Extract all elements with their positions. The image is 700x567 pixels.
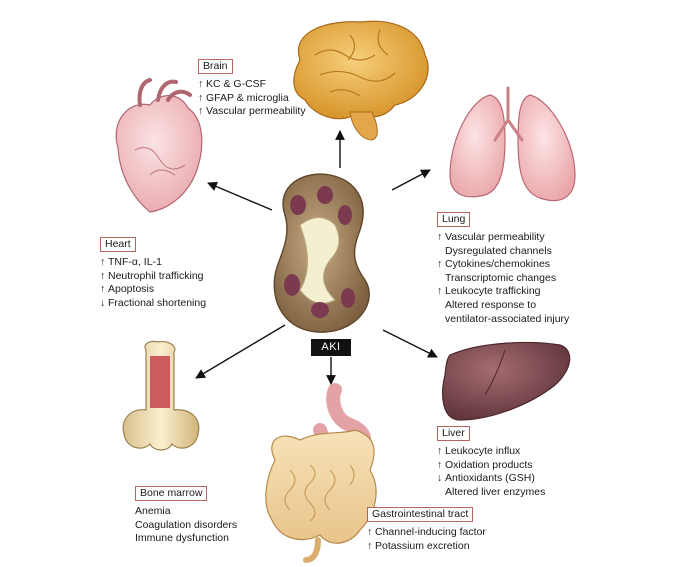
lung-item: Altered response to [445,298,537,311]
heart-item: ↑Apoptosis [100,283,155,296]
lung-illustration [449,86,576,202]
brain-callout: Brain ↑KC & G-CSF ↑GFAP & microglia ↑Vas… [198,59,306,119]
bone-marrow-callout: Bone marrow Anemia Coagulation disorders… [135,486,237,546]
arrows [195,130,438,385]
lung-item: Dysregulated channels [445,244,552,257]
gi-item: ↑Channel-inducing factor [367,526,486,538]
liver-item: Altered liver enzymes [445,485,546,498]
lung-item: ↑Vascular permeability [437,231,545,243]
heart-title: Heart [100,237,136,252]
lung-title: Lung [437,212,471,227]
gi-illustration [265,383,377,563]
brain-illustration [293,20,429,141]
lung-item: ventilator-associated injury [445,312,570,325]
brain-item: ↑GFAP & microglia [198,91,289,104]
gi-callout: Gastrointestinal tract ↑Channel-inducing… [367,507,486,553]
liver-item: ↑Oxidation products [437,458,533,471]
liver-item: ↑Leukocyte influx [437,445,521,457]
lung-item: Transcriptomic changes [445,271,557,284]
bone-marrow-item: Coagulation disorders [135,518,238,531]
liver-illustration [442,341,571,421]
brain-item: ↑Vascular permeability [198,105,306,118]
brain-item: ↑KC & G-CSF [198,78,267,90]
lung-callout: Lung ↑Vascular permeability Dysregulated… [437,212,569,326]
liver-callout: Liver ↑Leukocyte influx ↑Oxidation produ… [437,426,545,499]
bone-marrow-item: Anemia [135,505,171,517]
gi-item: ↑Potassium excretion [367,539,470,552]
gi-title: Gastrointestinal tract [367,507,474,522]
liver-title: Liver [437,426,470,441]
lung-item: ↑Leukocyte trafficking [437,285,541,298]
kidney-illustration [273,173,370,333]
heart-callout: Heart ↑TNF-α, IL-1 ↑Neutrophil trafficki… [100,237,206,310]
bone-illustration [122,340,200,451]
brain-title: Brain [198,59,233,74]
bone-marrow-item: Immune dysfunction [135,532,229,545]
heart-item: ↑TNF-α, IL-1 [100,256,162,268]
aki-badge: AKI [311,339,351,356]
heart-item: ↓Fractional shortening [100,296,207,309]
heart-item: ↑Neutrophil trafficking [100,269,204,282]
liver-item: ↓Antioxidants (GSH) [437,472,535,485]
bone-marrow-title: Bone marrow [135,486,208,501]
heart-illustration [115,78,203,213]
lung-item: ↑Cytokines/chemokines [437,258,551,271]
